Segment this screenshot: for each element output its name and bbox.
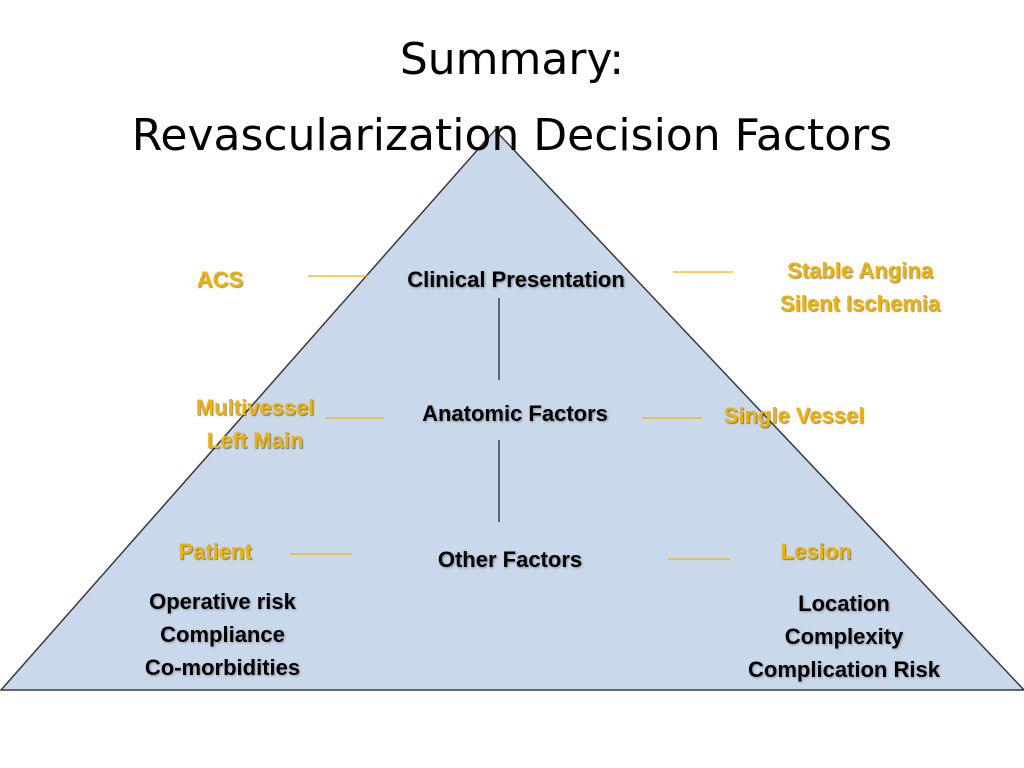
side-label-acs: ACS	[196, 267, 244, 292]
side-label-lesion: Lesion	[780, 539, 852, 564]
title-line-2: Revascularization Decision Factors	[131, 110, 893, 161]
lesion-details-list: Location Complexity Complication Risk	[748, 591, 940, 682]
center-label-clinical-presentation: Clinical Presentation	[407, 267, 625, 292]
side-label-patient: Patient	[178, 539, 252, 564]
patient-details-list: Operative risk Compliance Co-morbidities	[144, 589, 301, 680]
title-line-1: Summary:	[399, 34, 625, 85]
side-label-stable-angina: Stable Angina Silent Ischemia	[779, 258, 941, 316]
side-label-single-vessel: Single Vessel	[723, 403, 865, 428]
side-label-multivessel: Multivessel Left Main	[195, 395, 315, 453]
center-label-other-factors: Other Factors	[437, 547, 583, 572]
center-label-anatomic-factors: Anatomic Factors	[422, 401, 608, 426]
pyramid-triangle	[0, 128, 1024, 691]
